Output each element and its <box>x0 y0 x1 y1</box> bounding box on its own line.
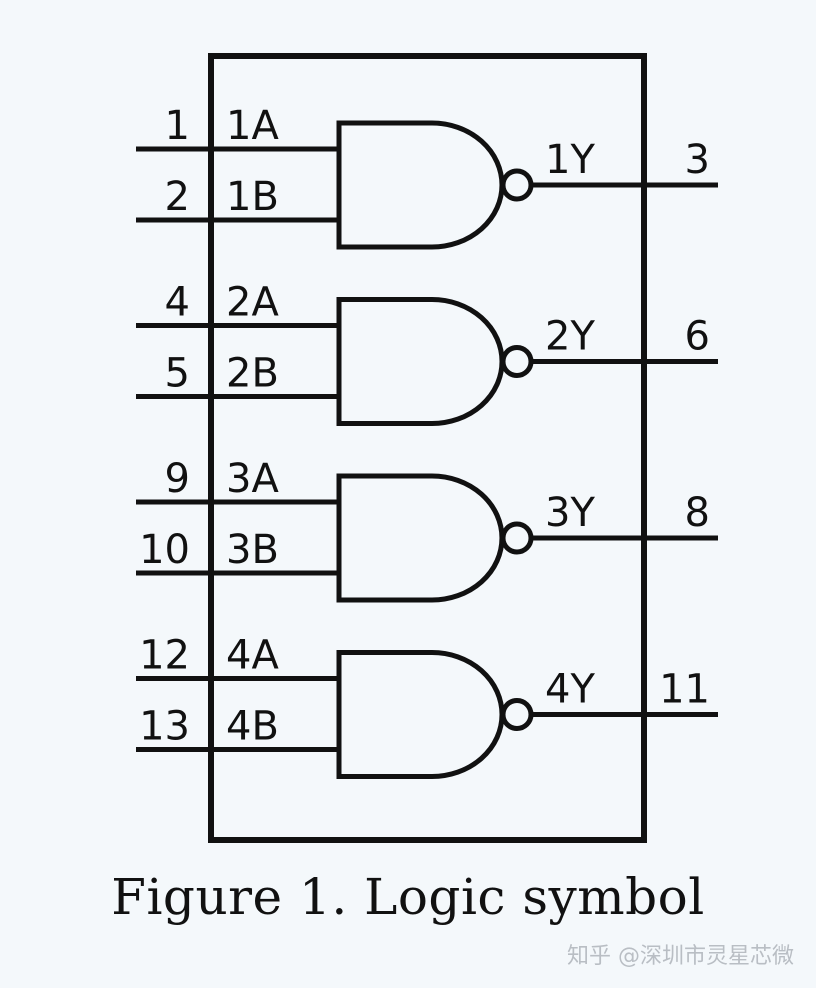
input-b-name: 2B <box>226 351 279 397</box>
input-b-pin-number: 10 <box>139 527 190 573</box>
input-a-name: 2A <box>226 280 279 326</box>
output-name: 2Y <box>545 314 595 360</box>
input-a-name: 3A <box>226 456 279 502</box>
input-b-pin-number: 13 <box>139 704 190 750</box>
nand-gate-body <box>336 120 505 250</box>
output-pin-number: 11 <box>659 667 710 713</box>
input-b-name: 3B <box>226 527 279 573</box>
ic-package-outline <box>208 53 647 843</box>
input-b-pin-number: 2 <box>165 174 190 220</box>
output-pin-number: 8 <box>685 490 710 536</box>
input-a-pin-number: 12 <box>139 633 190 679</box>
nand-gate-body <box>336 650 505 779</box>
output-pin-number: 6 <box>685 314 710 360</box>
output-name: 4Y <box>545 667 595 713</box>
input-a-pin-number: 4 <box>165 280 190 326</box>
watermark: 知乎 @深圳市灵星芯微 <box>567 944 794 969</box>
input-a-name: 1A <box>226 103 279 149</box>
nand-gate-body <box>336 473 505 603</box>
nand-gate-2: 4 2A 5 2B 2Y 6 <box>136 280 718 426</box>
output-name: 3Y <box>545 490 595 536</box>
input-b-pin-number: 5 <box>165 351 190 397</box>
nand-gate-1: 1 1A 2 1B 1Y 3 <box>136 103 718 250</box>
gates-layer: 1 1A 2 1B 1Y 3 4 2A 5 2B 2Y 6 9 3A 10 3B 3Y 8 12 4A 13 4B 4Y 11 <box>136 103 718 779</box>
inversion-bubble <box>500 168 534 202</box>
figure-caption: Figure 1. Logic symbol <box>111 868 705 926</box>
input-a-pin-number: 1 <box>165 103 190 149</box>
input-a-pin-number: 9 <box>165 456 190 502</box>
input-a-name: 4A <box>226 633 279 679</box>
input-b-name: 1B <box>226 174 279 220</box>
inversion-bubble <box>500 521 534 555</box>
inversion-bubble <box>500 698 534 731</box>
nand-gate-4: 12 4A 13 4B 4Y 11 <box>136 633 718 779</box>
input-b-name: 4B <box>226 704 279 750</box>
nand-gate-3: 9 3A 10 3B 3Y 8 <box>136 456 718 603</box>
nand-gate-body <box>336 297 505 426</box>
output-pin-number: 3 <box>685 137 710 183</box>
inversion-bubble <box>500 345 534 378</box>
output-name: 1Y <box>545 137 595 183</box>
